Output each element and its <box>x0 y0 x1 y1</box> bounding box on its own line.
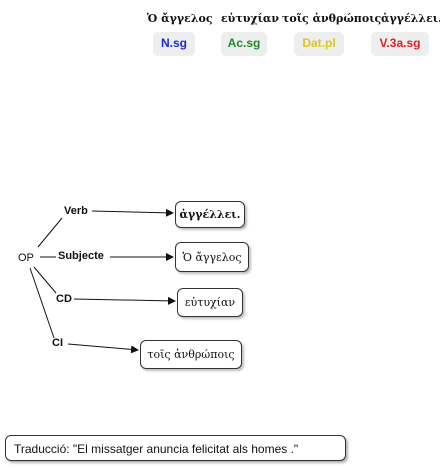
node-verb: ἀγγέλλει. <box>175 201 245 228</box>
branch-label-cd: CD <box>56 293 72 305</box>
node-subject: Ὁ ἄγγελος <box>175 242 249 272</box>
edge-verb-node <box>91 208 174 217</box>
translation-box: Traducció: "El missatger anuncia felicit… <box>5 435 346 461</box>
branch-label-verb: Verb <box>64 205 88 217</box>
tag-cd: Ac.sg <box>221 32 267 56</box>
branch-label-subject: Subjecte <box>58 250 104 262</box>
edge-op-cd <box>33 266 57 294</box>
node-ci: τοῖς ἀνθρώποις <box>140 340 242 369</box>
word-ci: τοῖς ἀνθρώποις <box>282 12 382 25</box>
branch-label-ci: CI <box>52 337 63 349</box>
edge-ci-node <box>67 343 139 354</box>
edge-cd-node <box>73 296 176 305</box>
edge-op-ci <box>29 267 55 339</box>
tree-root: OP <box>18 252 34 264</box>
edge-op-verb <box>37 217 63 248</box>
word-cd: εὐτυχίαν <box>221 12 280 25</box>
tag-subject: N.sg <box>153 32 195 56</box>
tag-ci: Dat.pl <box>294 32 344 56</box>
word-subject: Ὁ ἄγγελος <box>147 12 213 25</box>
node-cd: εὐτυχίαν <box>177 288 243 317</box>
word-verb: ἀγγέλλει. <box>381 12 440 25</box>
tag-verb: V.3a.sg <box>371 32 429 56</box>
